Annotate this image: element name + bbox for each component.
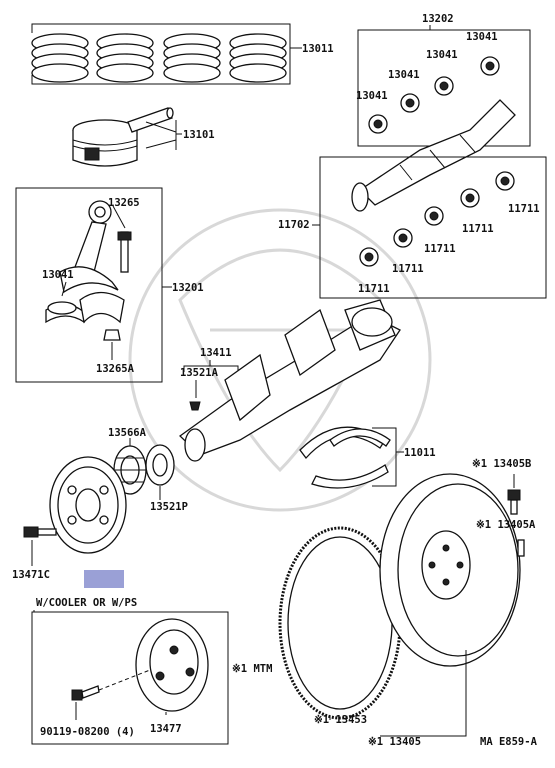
label-13265a[interactable]: 13265A <box>96 363 135 375</box>
rod-bearing[interactable] <box>45 301 85 324</box>
pulley-cover[interactable] <box>135 618 209 712</box>
piston-ring-2 <box>96 33 154 83</box>
label-13011[interactable]: 13011 <box>302 43 334 55</box>
label-13041-a[interactable]: 13041 <box>466 31 498 43</box>
rod-cap[interactable] <box>79 291 125 324</box>
label-13566a[interactable]: 13566A <box>108 427 147 439</box>
woodruff-key[interactable] <box>189 401 201 411</box>
label-11711-e[interactable]: 11711 <box>358 283 390 295</box>
piston-rings-set[interactable] <box>31 33 287 83</box>
label-13405[interactable]: ※1 13405 <box>368 736 421 748</box>
rod-nut[interactable] <box>103 329 121 341</box>
label-13041-d[interactable]: 13041 <box>356 90 388 102</box>
label-section-cooler: W/COOLER OR W/PS <box>36 597 137 609</box>
label-13041-b[interactable]: 13041 <box>426 49 458 61</box>
rod-bolt[interactable] <box>117 231 132 273</box>
crankshaft-detail[interactable] <box>351 99 516 212</box>
label-13041-rod[interactable]: 13041 <box>42 269 74 281</box>
ring-gear[interactable] <box>278 526 402 720</box>
label-11711-c[interactable]: 11711 <box>424 243 456 255</box>
pulley-bolt[interactable] <box>23 526 57 538</box>
label-13453[interactable]: ※1 13453 <box>314 714 367 726</box>
label-13477[interactable]: 13477 <box>150 723 182 735</box>
label-11011[interactable]: 11011 <box>404 447 436 459</box>
piston-ring-3 <box>163 33 221 83</box>
label-13405a[interactable]: ※1 13405A <box>476 519 536 531</box>
label-13101[interactable]: 13101 <box>183 129 215 141</box>
label-13405b[interactable]: ※1 13405B <box>472 458 531 470</box>
flywheel-dowel[interactable] <box>517 539 525 557</box>
label-90119[interactable]: 90119-08200 (4) <box>40 726 135 738</box>
piston-pin[interactable] <box>127 107 174 133</box>
label-11711-a[interactable]: 11711 <box>508 203 540 215</box>
label-13411[interactable]: 13411 <box>200 347 232 359</box>
thrust-washers[interactable] <box>299 426 391 489</box>
label-13201[interactable]: 13201 <box>172 282 204 294</box>
crank-bearing-lower[interactable] <box>359 171 515 267</box>
flywheel-bolt[interactable] <box>507 489 521 515</box>
label-11711-d[interactable]: 11711 <box>392 263 424 275</box>
cover-bolt[interactable] <box>71 685 100 701</box>
label-11702[interactable]: 11702 <box>278 219 310 231</box>
timing-gear[interactable] <box>145 444 175 486</box>
piston[interactable] <box>72 119 138 167</box>
crankshaft[interactable] <box>178 299 401 462</box>
crank-bearing-upper[interactable] <box>368 56 500 134</box>
piston-ring-4 <box>229 33 287 83</box>
flywheel[interactable] <box>379 473 521 667</box>
figure-code: MA E859-A <box>480 736 538 748</box>
connecting-rod[interactable] <box>59 200 119 294</box>
label-13521p[interactable]: 13521P <box>150 501 188 513</box>
highlight-box <box>84 570 124 588</box>
crank-sprocket[interactable] <box>113 445 147 495</box>
label-13041-c[interactable]: 13041 <box>388 69 420 81</box>
label-mtm-note: ※1 MTM <box>232 663 272 675</box>
label-13265[interactable]: 13265 <box>108 197 140 209</box>
crank-pulley[interactable] <box>49 456 127 554</box>
label-13521a[interactable]: 13521A <box>180 367 219 379</box>
label-13471c[interactable]: 13471C <box>12 569 50 581</box>
piston-ring-1 <box>31 33 89 83</box>
label-13202[interactable]: 13202 <box>422 13 454 25</box>
label-11711-b[interactable]: 11711 <box>462 223 494 235</box>
